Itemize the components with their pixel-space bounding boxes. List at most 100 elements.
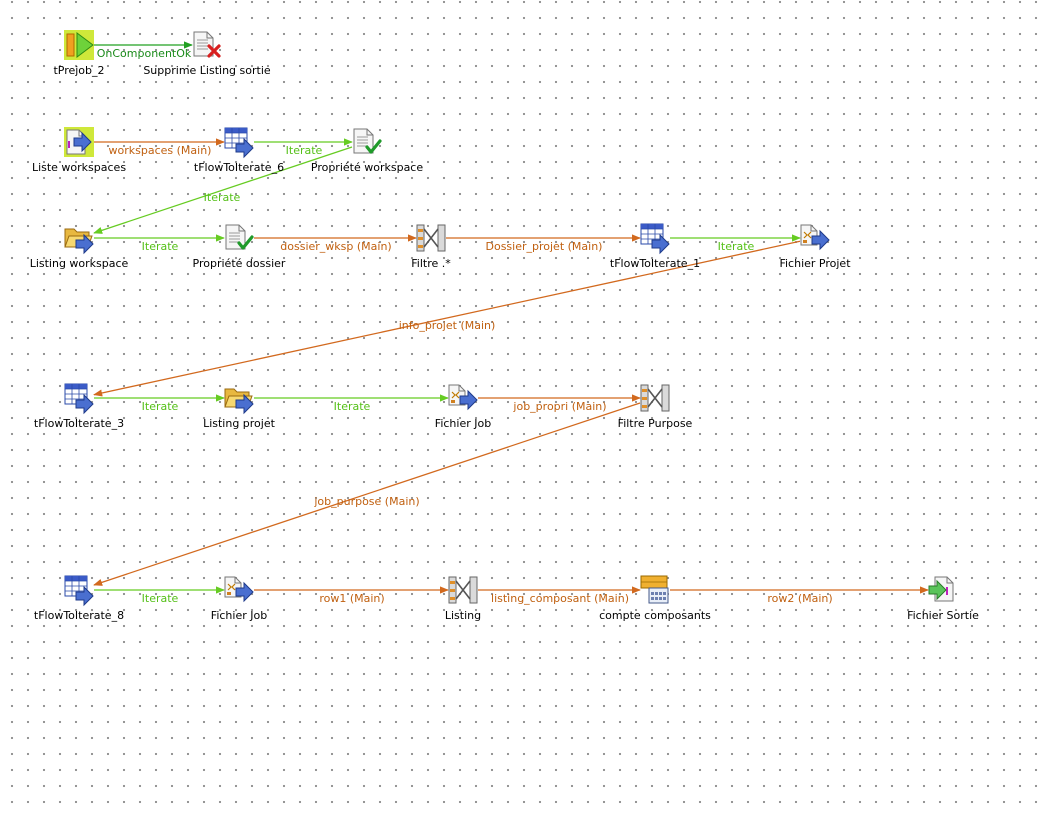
calc-key bbox=[659, 597, 662, 600]
link-label: dossier_wksp (Main) bbox=[280, 240, 391, 253]
component-label: Fichier Job bbox=[211, 609, 267, 622]
link-main[interactable]: job_propri (Main) bbox=[478, 394, 641, 413]
check-mark bbox=[365, 139, 382, 154]
link-main[interactable]: dossier_wksp (Main) bbox=[254, 234, 417, 253]
page-fold bbox=[238, 225, 245, 232]
calc-key bbox=[651, 592, 654, 595]
component-fichier-job2[interactable]: Fichier Job bbox=[211, 576, 267, 622]
link-iterate[interactable]: Iterate bbox=[254, 138, 353, 157]
component-prop-dossier[interactable]: Propriété dossier bbox=[193, 224, 286, 270]
table-header bbox=[65, 384, 87, 389]
component-ffi6[interactable]: tFlowToIterate_6 bbox=[194, 127, 284, 174]
xml-input-icon[interactable] bbox=[800, 224, 830, 251]
component-label: tFlowToIterate_3 bbox=[34, 417, 124, 430]
component-fichier-sortie[interactable]: Fichier Sortie bbox=[907, 576, 979, 622]
link-ok[interactable]: OnComponentOk bbox=[94, 41, 193, 60]
link-iterate[interactable]: Iterate bbox=[94, 234, 225, 253]
component-label: Fichier Job bbox=[435, 417, 491, 430]
link-main[interactable]: row2 (Main) bbox=[670, 586, 929, 605]
link-main[interactable]: info_projet (Main) bbox=[93, 240, 801, 397]
file-output-icon[interactable] bbox=[928, 576, 954, 602]
link-label: Iterate bbox=[142, 240, 179, 253]
filter-icon[interactable] bbox=[640, 384, 670, 412]
link-iterate[interactable]: Iterate bbox=[93, 146, 353, 234]
link-iterate[interactable]: Iterate bbox=[94, 394, 225, 413]
aggregate-icon[interactable] bbox=[640, 575, 669, 604]
file-properties-icon[interactable] bbox=[225, 224, 254, 250]
xml-input-icon[interactable] bbox=[448, 384, 478, 411]
filter-icon[interactable] bbox=[416, 224, 446, 252]
link-iterate[interactable]: Iterate bbox=[254, 394, 449, 413]
calc-key bbox=[651, 597, 654, 600]
flow-to-iterate-icon[interactable] bbox=[64, 383, 94, 415]
component-listing[interactable]: Listing bbox=[445, 576, 481, 622]
component-compte[interactable]: compte composants bbox=[599, 575, 711, 622]
component-label: Liste workspaces bbox=[32, 161, 126, 174]
arrow-shape bbox=[235, 137, 254, 159]
filter-cross bbox=[455, 580, 471, 600]
component-fichier-job1[interactable]: Fichier Job bbox=[435, 384, 491, 430]
arrow-shape bbox=[459, 389, 478, 411]
link-label: Dossier_projet (Main) bbox=[486, 240, 603, 253]
component-ffi8[interactable]: tFlowToIterate_8 bbox=[34, 575, 124, 622]
link-main[interactable]: job_purpose (Main) bbox=[93, 402, 641, 586]
table-header bbox=[225, 128, 247, 133]
folder-list-icon[interactable] bbox=[64, 228, 94, 255]
component-supprime[interactable]: Supprime Listing sortie bbox=[143, 31, 271, 77]
link-label: workspaces (Main) bbox=[109, 144, 212, 157]
component-label: tFlowToIterate_6 bbox=[194, 161, 284, 174]
link-iterate[interactable]: Iterate bbox=[670, 234, 801, 253]
arrow-shape bbox=[811, 229, 830, 251]
component-prop-ws[interactable]: Propriété workspace bbox=[311, 128, 423, 174]
filter-tick bbox=[642, 405, 647, 408]
filter-tick bbox=[418, 229, 423, 232]
page-fold bbox=[234, 577, 241, 584]
file-properties-icon[interactable] bbox=[353, 128, 382, 154]
component-label: Propriété dossier bbox=[193, 257, 286, 270]
component-listing-projet[interactable]: Listing projet bbox=[203, 388, 276, 430]
component-label: Filtre Purpose bbox=[618, 417, 693, 430]
component-listing-ws[interactable]: Listing workspace bbox=[30, 228, 129, 270]
filter-icon[interactable] bbox=[448, 576, 478, 604]
link-line[interactable] bbox=[93, 240, 801, 397]
link-iterate[interactable]: Iterate bbox=[94, 586, 225, 605]
component-filtre-purpose[interactable]: Filtre Purpose bbox=[618, 384, 693, 430]
prejob-icon[interactable] bbox=[64, 30, 94, 60]
component-label: tFlowToIterate_8 bbox=[34, 609, 124, 622]
link-label: listing_composant (Main) bbox=[491, 592, 629, 605]
calc-key bbox=[659, 592, 662, 595]
flow-to-iterate-icon[interactable] bbox=[224, 127, 254, 159]
filter-cross bbox=[423, 228, 439, 248]
flow-to-iterate-icon[interactable] bbox=[640, 223, 670, 255]
component-prejob[interactable]: tPrejob_2 bbox=[53, 30, 105, 77]
flow-to-iterate-icon[interactable] bbox=[64, 575, 94, 607]
link-main[interactable]: listing_composant (Main) bbox=[478, 586, 641, 605]
xml-input-icon[interactable] bbox=[224, 576, 254, 603]
link-line[interactable] bbox=[93, 146, 353, 234]
calc-key bbox=[655, 597, 658, 600]
link-label: Iterate bbox=[334, 400, 371, 413]
component-ffi1[interactable]: tFlowToIterate_1 bbox=[610, 223, 700, 270]
file-delete-icon[interactable] bbox=[193, 31, 221, 58]
link-line[interactable] bbox=[93, 402, 641, 586]
xml-mark bbox=[803, 240, 807, 243]
link-main[interactable]: Dossier_projet (Main) bbox=[446, 234, 641, 253]
component-label: compte composants bbox=[599, 609, 711, 622]
link-main[interactable]: row1 (Main) bbox=[254, 586, 449, 605]
component-label: Supprime Listing sortie bbox=[143, 64, 271, 77]
component-filtre[interactable]: Filtre .* bbox=[411, 224, 451, 270]
component-liste-ws[interactable]: Liste workspaces bbox=[32, 127, 126, 174]
calc-key bbox=[663, 597, 666, 600]
component-fichier-projet[interactable]: Fichier Projet bbox=[779, 224, 851, 270]
filter-tick bbox=[450, 589, 455, 592]
link-main[interactable]: workspaces (Main) bbox=[94, 138, 225, 157]
file-input-icon[interactable] bbox=[64, 127, 94, 157]
link-label: row2 (Main) bbox=[767, 592, 832, 605]
arrow-shape bbox=[75, 233, 94, 255]
filter-tick bbox=[450, 581, 455, 584]
folder-list-icon[interactable] bbox=[224, 388, 254, 415]
component-ffi3[interactable]: tFlowToIterate_3 bbox=[34, 383, 124, 430]
